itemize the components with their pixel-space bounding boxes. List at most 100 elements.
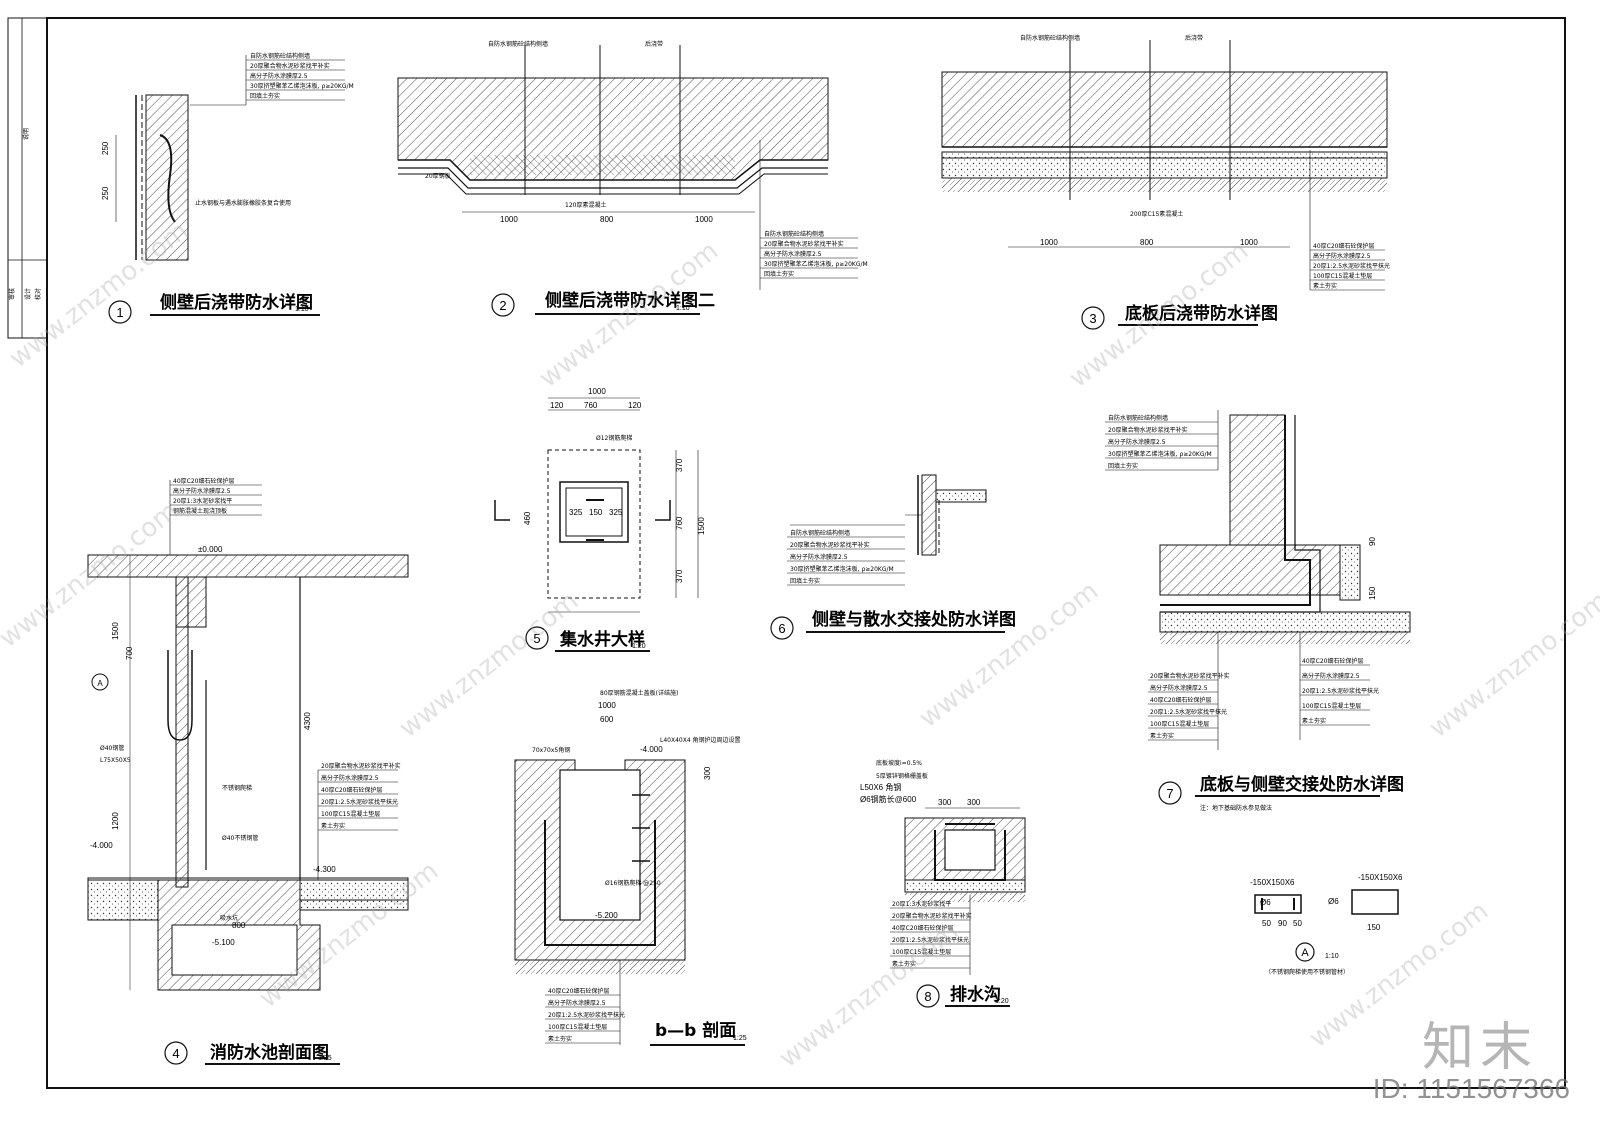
da-phi6-1: Ø6 — [1260, 898, 1271, 907]
da-note: （不锈钢爬梯使用不锈钢管材） — [1265, 968, 1349, 976]
detail-4-fire-pool-section: A ±0.000 -4.000 -4.300 -5.100 4300 1500 … — [87, 477, 409, 991]
d2-layer-3: 高分子防水涂膜厚2.5 — [764, 250, 822, 258]
da-label: A — [1301, 947, 1309, 959]
d5-dim-760v: 760 — [675, 516, 684, 530]
d4-elev-5100: -5.100 — [212, 938, 235, 947]
d4-elev-4000: -4.000 — [90, 841, 113, 850]
d3-layer-2: 高分子防水涂膜厚2.5 — [1313, 252, 1371, 260]
d1-dim-250a: 250 — [101, 141, 110, 155]
detail-6-wall-apron: 自防水钢筋砼结构侧墙 20厚聚合物水泥砂浆找平补实 高分子防水涂膜厚2.5 30… — [787, 474, 987, 586]
d2-steel-plate: 20厚钢板 — [425, 172, 451, 180]
sheet-border — [46, 17, 1566, 1089]
brand-logo-text: 知末 — [1421, 1018, 1538, 1078]
revision-block — [7, 17, 48, 339]
d4-sump: 吸水坑 — [220, 914, 238, 922]
d3-dim-800: 800 — [1140, 238, 1154, 247]
d4-side-6: 素土夯实 — [321, 822, 345, 830]
bb-cover: 80厚钢筋混凝土盖板(详结施) — [600, 689, 678, 697]
d4-elev-4300: -4.300 — [313, 865, 336, 874]
d8-angle: L50X6 角钢 — [860, 782, 901, 792]
bb-dim-1000: 1000 — [598, 701, 616, 710]
d7-r-5: 素土夯实 — [1302, 717, 1326, 725]
bb-phi16: Ø16钢筋爬梯 @250 — [605, 879, 661, 887]
d2-dim-1000a: 1000 — [500, 215, 518, 224]
d5-num: 5 — [533, 631, 540, 646]
bb-layer-1: 40厚C20细石砼保护层 — [548, 987, 609, 995]
detail-1-wall-post-pour: 250 250 自防水钢筋砼结构侧墙 20厚聚合物水泥砂浆找平补实 高分子防水涂… — [101, 52, 354, 261]
d6-num: 6 — [778, 621, 785, 636]
d8-bar: Ø6钢筋长@600 — [860, 794, 917, 804]
d8-layer-3: 40厚C20细石砼保护层 — [892, 924, 953, 932]
d6-legend: 自防水钢筋砼结构侧墙 20厚聚合物水泥砂浆找平补实 高分子防水涂膜厚2.5 30… — [787, 529, 905, 586]
d7-title: 底板与侧壁交接处防水详图 — [1200, 774, 1404, 795]
d2-scale: 1:10 — [676, 305, 690, 312]
d7-bot-4: 20厚1:2.5水泥砂浆找平抹光 — [1150, 708, 1227, 716]
d7-top-1: 自防水钢筋砼结构侧墙 — [1108, 414, 1168, 422]
d2-label-wall: 自防水钢筋砼结构侧墙 — [488, 40, 548, 48]
da-scale: 1:10 — [1325, 953, 1339, 960]
d5-dim-760: 760 — [584, 401, 598, 410]
d2-layer-2: 20厚聚合物水泥砂浆找平补实 — [764, 240, 844, 248]
d3-layer-3: 20厚1:2.5水泥砂浆找平抹光 — [1313, 262, 1390, 270]
d8-layer-4: 20厚1:2.5水泥砂浆找平抹光 — [892, 936, 969, 944]
d4-top-1: 40厚C20细石砼保护层 — [173, 477, 234, 485]
d8-layer-2: 20厚聚合物水泥砂浆找平补实 — [892, 912, 972, 920]
d3-layer-1: 40厚C20细石砼保护层 — [1313, 242, 1374, 250]
d1-layer-3: 高分子防水涂膜厚2.5 — [250, 72, 308, 80]
d2-layer-5: 回填土夯实 — [764, 270, 794, 278]
d4-side-legend: 20厚聚合物水泥砂浆找平补实 高分子防水涂膜厚2.5 40厚C20细石砼保护层 … — [318, 762, 401, 831]
d6-layer-2: 20厚聚合物水泥砂浆找平补实 — [790, 541, 870, 549]
d5-dim-1500: 1500 — [697, 517, 706, 535]
d3-c15: 200厚C15素混凝土 — [1130, 210, 1183, 218]
d7-bot-2: 高分子防水涂膜厚2.5 — [1150, 684, 1208, 692]
d4-side-1: 20厚聚合物水泥砂浆找平补实 — [321, 762, 401, 770]
d4-dim-1200: 1200 — [111, 812, 120, 830]
detail-2-wall-post-pour-2: 自防水钢筋砼结构侧墙 后浇带 20厚钢板 120厚素混凝土 1000 800 1… — [397, 40, 868, 290]
d3-dim-1000a: 1000 — [1040, 238, 1058, 247]
d3-layer-5: 素土夯实 — [1313, 282, 1337, 290]
d4-elev-0: ±0.000 — [198, 545, 223, 554]
detail-5-title: 5 集水井大样 1:20 — [525, 626, 650, 652]
da-phi6-2: Ø6 — [1328, 897, 1339, 906]
d4-phi40: Ø40钢管 — [100, 744, 124, 752]
d5-dim-370b: 370 — [675, 569, 684, 583]
detail-3-floor-post-pour: 自防水钢筋砼结构侧墙 后浇带 200厚C15素混凝土 1000 800 1000… — [941, 34, 1390, 291]
da-spec-2: -150X150X6 — [1358, 873, 1403, 882]
d5-title: 集水井大样 — [559, 629, 645, 650]
d5-dim-325a: 325 — [569, 508, 583, 517]
d4-top-legend: 40厚C20细石砼保护层 高分子防水涂膜厚2.5 20厚1:3水泥砂浆找平 钢筋… — [170, 477, 262, 516]
d7-top-3: 高分子防水涂膜厚2.5 — [1108, 438, 1166, 446]
d7-bot-5: 100厚C15混凝土垫层 — [1150, 720, 1209, 728]
d8-layer-6: 素土夯实 — [892, 960, 916, 968]
d6-layer-5: 回填土夯实 — [790, 577, 820, 585]
d3-title: 底板后浇带防水详图 — [1125, 303, 1278, 324]
bb-dim-600: 600 — [600, 715, 614, 724]
detail-7-floor-wall-joint: 自防水钢筋砼结构侧墙 20厚聚合物水泥砂浆找平补实 高分子防水涂膜厚2.5 30… — [1105, 410, 1411, 750]
d4-side-5: 100厚C15混凝土垫层 — [321, 810, 380, 818]
d7-top-2: 20厚聚合物水泥砂浆找平补实 — [1108, 426, 1188, 434]
d5-dim-1000: 1000 — [588, 387, 606, 396]
d7-bot-1: 20厚聚合物水泥砂浆找平补实 — [1150, 672, 1230, 680]
d7-right-legend: 40厚C20细石砼保护层 高分子防水涂膜厚2.5 20厚1:2.5水泥砂浆找平抹… — [1300, 657, 1379, 726]
d8-layer-1: 20厚1:3水泥砂浆找平 — [892, 900, 951, 908]
d7-top-legend: 自防水钢筋砼结构侧墙 20厚聚合物水泥砂浆找平补实 高分子防水涂膜厚2.5 30… — [1105, 414, 1218, 471]
detail-6-title: 6 侧壁与散水交接处防水详图 — [770, 609, 1016, 640]
d7-dim-100: 90 — [1368, 537, 1377, 546]
d5-scale: 1:20 — [632, 643, 646, 650]
d6-layer-1: 自防水钢筋砼结构侧墙 — [790, 529, 850, 537]
d2-cushion: 120厚素混凝土 — [565, 201, 606, 209]
detail-3-title: 3 底板后浇带防水详图 — [1081, 303, 1278, 330]
d4-dim-800: 800 — [232, 921, 246, 930]
bb-l70: 70x70x5角钢 — [532, 746, 570, 754]
d7-r-2: 高分子防水涂膜厚2.5 — [1302, 672, 1360, 680]
d1-title: 侧壁后浇带防水详图 — [160, 292, 313, 313]
d5-dim-460: 460 — [523, 511, 532, 525]
revision-label-3: 设计 — [24, 288, 32, 300]
d7-top-4: 30厚挤塑聚苯乙烯泡沫板, ρ≥20KG/M — [1108, 450, 1212, 458]
d1-layer-5: 回填土夯实 — [250, 92, 280, 100]
detail-a-embedded-plate: -150X150X6 -150X150X6 Ø6 Ø6 50 90 50 150… — [1250, 873, 1403, 976]
d4-side-4: 20厚1:2.5水泥砂浆找平抹光 — [321, 798, 398, 806]
bb-layer-4: 100厚C15混凝土垫层 — [548, 1023, 607, 1031]
d3-layer-legend: 40厚C20细石砼保护层 高分子防水涂膜厚2.5 20厚1:2.5水泥砂浆找平抹… — [1310, 242, 1390, 291]
d5-dim-325b: 325 — [609, 508, 623, 517]
